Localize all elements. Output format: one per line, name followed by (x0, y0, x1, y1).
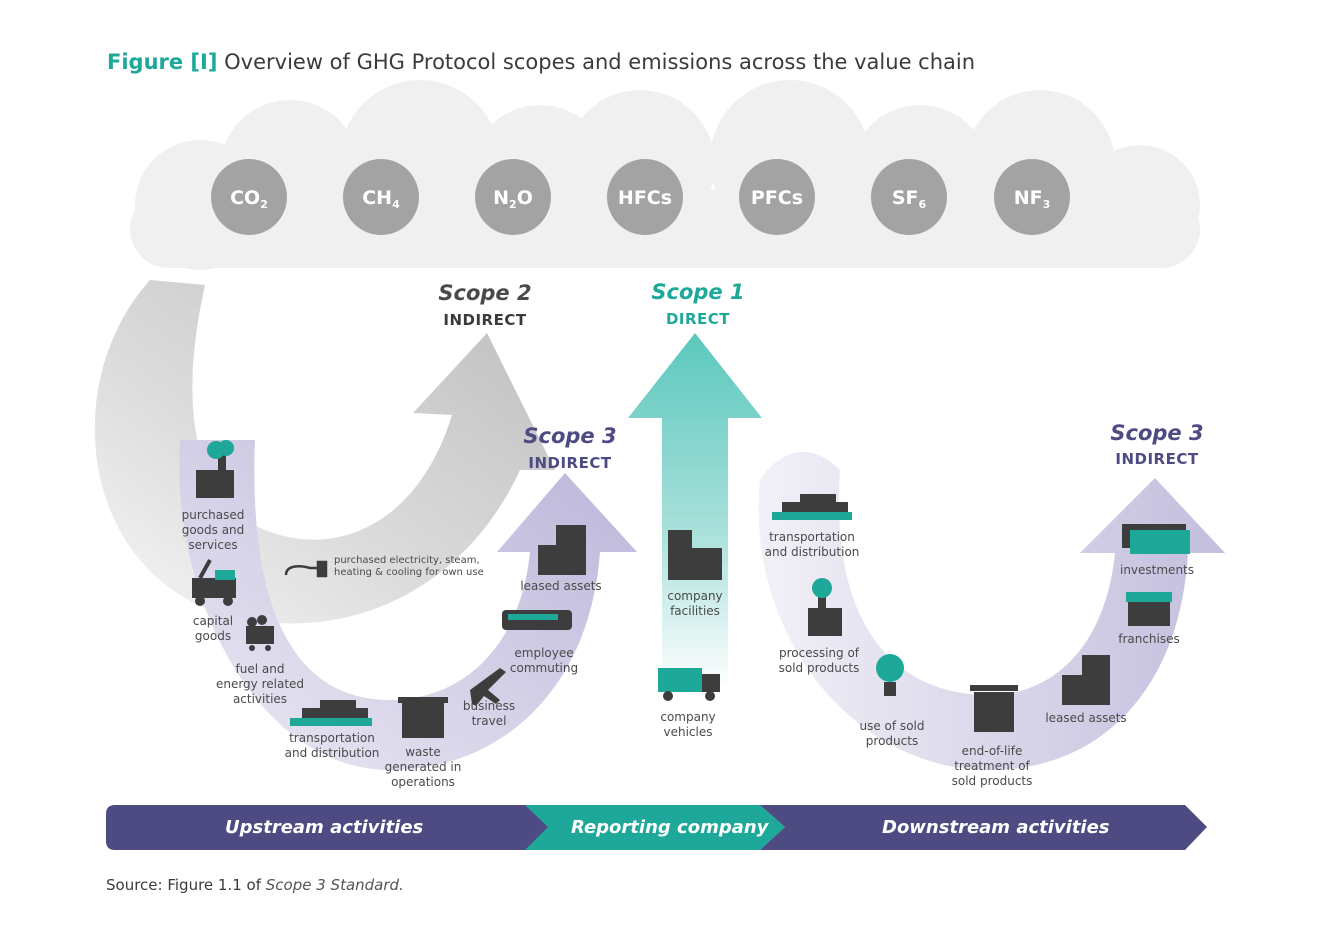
label-transport-downstream: transportation and distribution (764, 530, 860, 559)
scope2-title: Scope 2 (438, 281, 532, 305)
plug-icon (284, 560, 328, 578)
factory-icon (196, 440, 234, 498)
gas-circle-nf3 (994, 159, 1070, 235)
source-prefix: Source: Figure 1.1 of (106, 876, 266, 894)
source-note: Source: Figure 1.1 of Scope 3 Standard. (106, 876, 404, 894)
activities-banner (106, 805, 1207, 850)
ship-icon-downstream (772, 494, 852, 520)
scope2-subtitle: INDIRECT (443, 311, 527, 329)
scope3-upstream-title: Scope 3 (523, 424, 617, 448)
scope3-upstream-subtitle: INDIRECT (528, 454, 612, 472)
building-icon-downstream (1062, 655, 1110, 705)
label-purchased-goods: purchased goods and services (181, 508, 245, 552)
coal-cart-icon (246, 615, 274, 651)
label-company-vehicles: company vehicles (660, 710, 716, 739)
light-bulb-icon (876, 654, 904, 696)
label-franchises: franchises (1118, 632, 1180, 646)
label-end-of-life: end-of-life treatment of sold products (951, 744, 1033, 788)
ship-icon-upstream (290, 700, 372, 726)
gas-label-n2o: N2O (493, 187, 533, 211)
gas-label-co2: CO2 (230, 187, 268, 211)
gas-circle-pfcs (739, 159, 815, 235)
gas-label-sf6: SF6 (892, 187, 927, 211)
gas-label-ch4: CH4 (362, 187, 400, 211)
label-transport-upstream: transportation and distribution (284, 731, 380, 760)
gas-label-hfcs: HFCs (618, 187, 672, 209)
label-processing: processing of sold products (778, 646, 860, 675)
figure-title: Figure [I] Overview of GHG Protocol scop… (107, 50, 975, 74)
figure-title-text: Overview of GHG Protocol scopes and emis… (224, 50, 976, 74)
figure-label: Figure [I] (107, 50, 218, 74)
gas-circle-n2o (475, 159, 551, 235)
crane-truck-icon (192, 559, 236, 606)
scope1-subtitle: DIRECT (665, 310, 731, 328)
company-truck-icon (658, 668, 720, 701)
scope1-arrow (628, 333, 762, 690)
label-leased-upstream: leased assets (520, 579, 602, 593)
source-italic: Scope 3 Standard. (265, 876, 404, 894)
gas-circle-co2 (211, 159, 287, 235)
gas-circle-ch4 (343, 159, 419, 235)
scope3-downstream-title: Scope 3 (1110, 421, 1204, 445)
label-company-facilities: company facilities (667, 589, 723, 618)
gas-label-nf3: NF3 (1014, 187, 1051, 211)
label-investments: investments (1119, 563, 1194, 577)
train-icon (502, 610, 572, 630)
label-capital-goods: capital goods (192, 614, 234, 643)
airplane-icon (470, 668, 506, 706)
banner-downstream: Downstream activities (882, 817, 1110, 838)
icons (192, 440, 1190, 738)
processing-factory-icon (808, 578, 842, 636)
label-business-travel: business travel (462, 699, 516, 728)
banner-reporting: Reporting company (571, 817, 769, 838)
banner-upstream: Upstream activities (225, 817, 424, 838)
franchise-shop-icon (1126, 592, 1172, 626)
dumpster-icon (398, 697, 448, 738)
recycle-bin-icon (970, 685, 1018, 732)
label-use-of-sold-products: use of sold products (859, 719, 925, 748)
scope3-downstream-subtitle: INDIRECT (1115, 450, 1199, 468)
gas-label-pfcs: PFCs (751, 187, 803, 209)
label-fuel-energy: fuel and energy related activities (215, 662, 305, 706)
label-leased-downstream: leased assets (1045, 711, 1127, 725)
gas-circles: CO2 CH4 N2O HFCs PFCs SF6 NF3 (211, 159, 1070, 235)
scope3-upstream-arrow (179, 440, 638, 770)
label-waste: waste generated in operations (384, 745, 462, 789)
label-employee-commuting: employee commuting (509, 646, 579, 675)
gas-circle-sf6 (871, 159, 947, 235)
scope1-title: Scope 1 (651, 280, 745, 304)
money-icon (1122, 524, 1190, 554)
building-icon-upstream (538, 525, 586, 575)
gas-circle-hfcs (607, 159, 683, 235)
company-building-icon (668, 530, 722, 580)
label-purchased-electricity: purchased electricity, steam, heating & … (334, 555, 484, 578)
